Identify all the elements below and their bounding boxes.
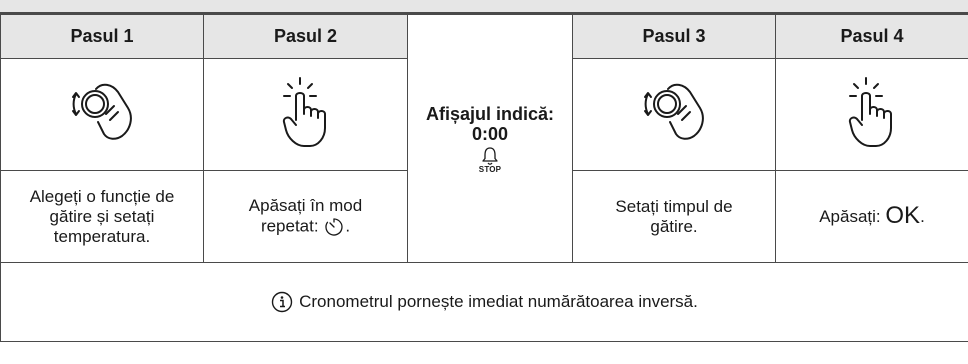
tap-finger-icon xyxy=(282,77,326,147)
display-value: 0:00 xyxy=(471,123,509,144)
step-4-icon-cell xyxy=(775,58,968,171)
top-bar xyxy=(0,0,968,14)
step-4-description-text: Apăsați: xyxy=(819,207,881,226)
header-row: Pasul 1 Pasul 2 Afișajul indică: 0:00 ST… xyxy=(0,14,968,263)
step-2-icon-cell xyxy=(203,58,408,171)
rotate-knob-icon xyxy=(72,83,132,140)
note-row: Cronometrul pornește imediat numărătoare… xyxy=(0,262,968,342)
stop-label: STOP xyxy=(478,164,502,174)
tap-finger-icon xyxy=(848,77,892,147)
step-2-description: Apăsați în mod repetat: . xyxy=(203,170,408,263)
rotate-knob-icon xyxy=(644,83,704,140)
step-1-header: Pasul 1 xyxy=(0,14,204,59)
icon-row xyxy=(0,58,968,171)
step-4-header: Pasul 4 xyxy=(775,14,968,59)
timer-icon xyxy=(325,217,343,236)
steps-table: Pasul 1 Pasul 2 Afișajul indică: 0:00 ST… xyxy=(0,14,968,342)
note-cell: Cronometrul pornește imediat numărătoare… xyxy=(0,262,968,342)
step-3-description: Setați timpul de gătire. xyxy=(572,170,776,263)
note-text: Cronometrul pornește imediat numărătoare… xyxy=(299,292,698,311)
step-3-icon-cell xyxy=(572,58,776,171)
bell-stop-icon: STOP xyxy=(479,146,501,174)
step-3-header: Pasul 3 xyxy=(572,14,776,59)
step-4-description-end: . xyxy=(920,207,925,226)
step-4-description: Apăsați: OK. xyxy=(775,170,968,263)
description-row: Alegeți o funcție de gătire și setați te… xyxy=(0,170,968,263)
info-icon xyxy=(271,291,293,313)
step-2-description-text: Apăsați în mod repetat: xyxy=(248,195,363,235)
display-label: Afișajul indică: xyxy=(425,103,555,124)
display-cell: Afișajul indică: 0:00 STOP xyxy=(407,14,573,263)
bell-icon xyxy=(482,146,498,165)
step-1-icon-cell xyxy=(0,58,204,171)
ok-key-label: OK xyxy=(885,202,921,229)
step-2-description-end: . xyxy=(345,215,351,235)
step-3-description-text: Setați timpul de gătire. xyxy=(615,196,733,236)
step-1-description: Alegeți o funcție de gătire și setați te… xyxy=(0,170,204,263)
step-1-description-text: Alegeți o funcție de gătire și setați te… xyxy=(29,186,175,246)
step-2-header: Pasul 2 xyxy=(203,14,408,59)
